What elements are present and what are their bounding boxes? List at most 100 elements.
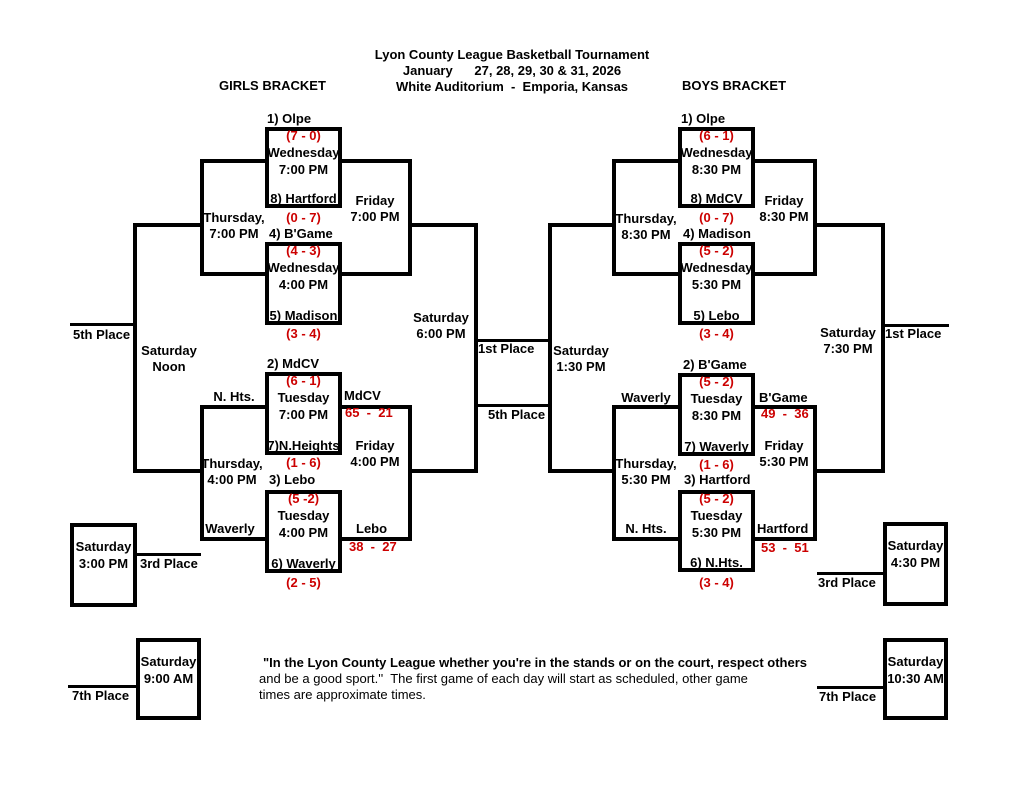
boys-game3-box: (5 - 2) Tuesday 8:30 PM 7) Waverly [678, 373, 755, 456]
girls-game4-top-seed: 3) Lebo [269, 472, 316, 487]
sportsmanship-note-line2: and be a good sport.'' The first game of… [259, 671, 748, 686]
girls-consolation-bottom-entry-bottom-line [200, 537, 265, 541]
game-day: Saturday [140, 654, 197, 669]
boys-game3-top-seed: 2) B'Game [683, 357, 747, 372]
girls-game2-top-record: (4 - 3) [286, 243, 321, 258]
game-time: 1:30 PM [556, 359, 606, 374]
game-day: Thursday, [201, 456, 263, 471]
girls-consolation-top-entry-bottom-line [200, 272, 266, 276]
game-time: 7:30 PM [823, 341, 873, 356]
page-title: Lyon County League Basketball Tournament [374, 47, 650, 62]
boys-game2-time: 5:30 PM [691, 277, 742, 292]
girls-third-place-label: 3rd Place [140, 556, 198, 571]
boys-game2-box: (5 - 2) Wednesday 5:30 PM 5) Lebo [678, 242, 755, 325]
girls-game2-box: (4 - 3) Wednesday 4:00 PM 5) Madison [265, 242, 342, 325]
girls-championship-vertical-line [474, 223, 478, 473]
game-day: Thursday, [203, 210, 265, 225]
girls-fifth-place-label: 5th Place [73, 327, 131, 342]
boys-game4-bottom-record: (3 - 4) [699, 575, 734, 590]
girls-semifinal-bottom-entry-top-line [342, 405, 412, 409]
boys-semifinal-top-vertical-line [813, 159, 817, 276]
boys-seventh-place-line [817, 686, 883, 689]
boys-game4-box: (5 - 2) Tuesday 5:30 PM 6) N.Hts. [678, 490, 755, 572]
boys-semifinal-bottom-entry-top-line [753, 405, 817, 409]
game-time: 10:30 AM [887, 671, 944, 686]
boys-game2-day: Wednesday [680, 260, 753, 275]
boys-game1-top-record: (6 - 1) [699, 128, 734, 143]
sportsmanship-note-line1: "In the Lyon County League whether you'r… [263, 655, 808, 670]
game-time: 5:30 PM [759, 454, 809, 469]
girls-semi3-winner-team: MdCV [344, 388, 381, 403]
boys-game3-bottom-seed: 7) Waverly [684, 439, 749, 454]
boys-first-place-label: 1st Place [885, 326, 942, 341]
boys-game1-time: 8:30 PM [691, 162, 742, 177]
game-day: Saturday [553, 343, 609, 358]
game-time: 8:30 PM [759, 209, 809, 224]
boys-game1-day: Wednesday [680, 145, 753, 160]
boys-game4-top-record: (5 - 2) [699, 491, 734, 506]
game-time: 7:00 PM [209, 226, 259, 241]
game-day: Saturday [413, 310, 469, 325]
game-day: Saturday [887, 654, 944, 669]
date-line: January 27, 28, 29, 30 & 31, 2026 [402, 63, 622, 78]
girls-semifinal-bottom-entry-bottom-line [340, 537, 412, 541]
boys-bracket-label: BOYS BRACKET [682, 78, 787, 93]
girls-semifinal-bottom-vertical-line [408, 405, 412, 541]
girls-game2-day: Wednesday [267, 260, 340, 275]
boys-seventh-place-box: Saturday 10:30 AM [883, 638, 948, 720]
boys-consolation-bottom-winner-line [548, 469, 616, 473]
girls-consolation-bottom-entry-top-line [200, 405, 266, 409]
girls-game1-time: 7:00 PM [278, 162, 329, 177]
game-time: 7:00 PM [350, 209, 400, 224]
girls-semifinal-top-winner-line [408, 223, 478, 227]
boys-game4-day: Tuesday [690, 508, 743, 523]
boys-game1-top-seed: 1) Olpe [681, 111, 726, 126]
girls-game1-top-record: (7 - 0) [286, 128, 321, 143]
boys-semifinal-bottom-winner-line [813, 469, 885, 473]
girls-consolation-top-entry-top-line [200, 159, 266, 163]
girls-game2-time: 4:00 PM [278, 277, 329, 292]
girls-semifinal-top-vertical-line [408, 159, 412, 276]
game-day: Saturday [141, 343, 197, 358]
girls-bracket-label: GIRLS BRACKET [219, 78, 326, 93]
venue-line: White Auditorium - Emporia, Kansas [395, 79, 629, 94]
game-time: 4:30 PM [890, 555, 941, 570]
girls-game4-bottom-record: (2 - 5) [286, 575, 321, 590]
boys-game4-top-seed: 3) Hartford [684, 472, 751, 487]
girls-seventh-place-label: 7th Place [72, 688, 130, 703]
boys-game2-bottom-seed: 5) Lebo [693, 308, 740, 323]
girls-game4-top-record: (5 -2) [287, 491, 320, 506]
game-time: 8:30 PM [621, 227, 671, 242]
boys-semi3-winner-team: B'Game [759, 390, 808, 405]
boys-consolation-top-vertical-line [612, 159, 616, 276]
game-day: Saturday [887, 538, 944, 553]
girls-game1-top-seed: 1) Olpe [267, 111, 312, 126]
girls-game3-bottom-seed: 7)N.Heights [267, 438, 340, 453]
boys-semi4-score: 53 - 51 [761, 540, 809, 555]
girls-consolation-top-winner-line [133, 223, 204, 227]
boys-consolation-bottom-vertical-line [612, 405, 616, 541]
boys-game2-bottom-record: (3 - 4) [699, 326, 734, 341]
girls-semi4-score: 38 - 27 [349, 539, 397, 554]
boys-semifinal-bottom-vertical-line [813, 405, 817, 541]
girls-semifinal-top-entry-top-line [342, 159, 412, 163]
sportsmanship-note-line3: times are approximate times. [259, 687, 426, 702]
game-day: Friday [764, 438, 804, 453]
game-time: 9:00 AM [143, 671, 194, 686]
girls-fifth-place-entry-bottom-line [133, 469, 204, 473]
boys-game3-top-record: (5 - 2) [699, 374, 734, 389]
game-time: Noon [152, 359, 186, 374]
girls-game3-bottom-record: (1 - 6) [286, 455, 321, 470]
boys-consolation-bottom-entry-bottom-line [612, 537, 678, 541]
girls-game3-time: 7:00 PM [278, 407, 329, 422]
girls-semifinal-top-entry-bottom-line [342, 272, 412, 276]
girls-consolation-bottom-vertical-line [200, 405, 204, 541]
girls-game4-day: Tuesday [277, 508, 330, 523]
girls-seventh-place-line [68, 685, 136, 688]
boys-game3-bottom-record: (1 - 6) [699, 457, 734, 472]
girls-game4-box: (5 -2) Tuesday 4:00 PM 6) Waverly [265, 490, 342, 573]
girls-game3-top-seed: 2) MdCV [267, 356, 319, 371]
boys-seventh-place-label: 7th Place [819, 689, 877, 704]
boys-third-place-box: Saturday 4:30 PM [883, 522, 948, 606]
boys-fifth-place-label: 5th Place [488, 407, 546, 422]
